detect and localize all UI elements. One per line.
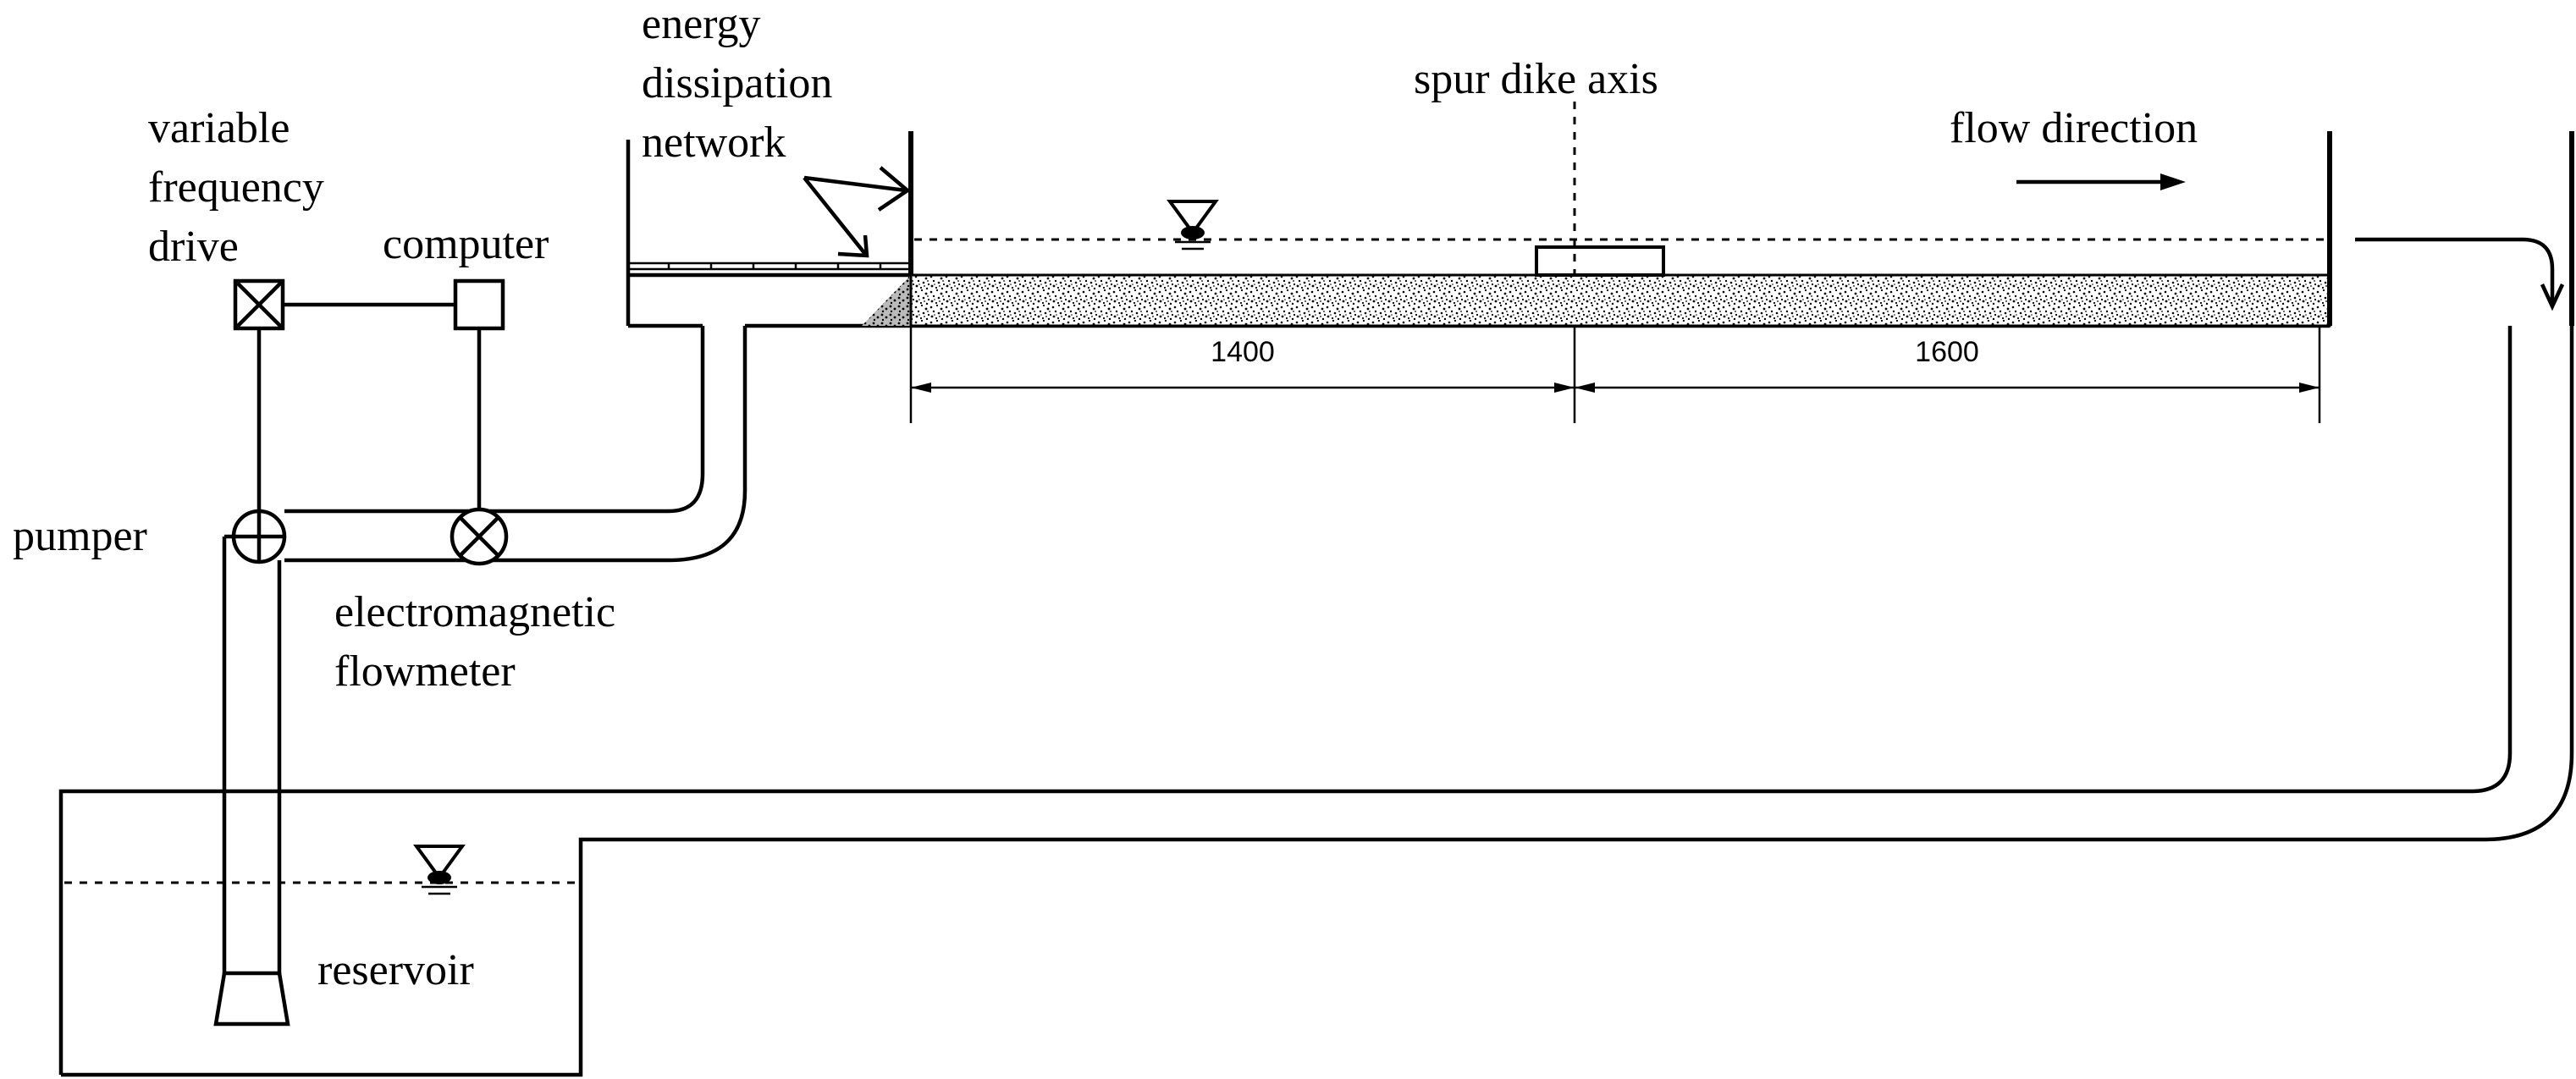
outlet-jet	[2355, 131, 2574, 326]
drive-icon	[233, 278, 285, 331]
reservoir-outline-lower	[61, 326, 2574, 1077]
vfd-label-line-2: frequency	[148, 163, 324, 212]
energy-dissipation-line-1: energy	[642, 0, 761, 48]
dimension-downstream: 1600	[1915, 336, 1979, 368]
pumper-label: pumper	[13, 512, 147, 560]
flowmeter-label-line-2: flowmeter	[334, 647, 516, 696]
water-level-icon	[1167, 200, 1219, 250]
computer-box	[453, 278, 505, 331]
reservoir	[58, 326, 2574, 1077]
spur-dike	[1535, 245, 1665, 277]
dissipation-pointer-arrows	[803, 166, 911, 258]
energy-dissipation-line-3: network	[642, 118, 786, 167]
pump-icon	[231, 509, 287, 564]
reservoir-label: reservoir	[317, 946, 474, 994]
computer-label: computer	[383, 220, 549, 268]
foot-valve	[213, 971, 290, 1027]
flowmeter-label-line-1: electromagnetic	[334, 588, 615, 636]
dissipation-network-ticks	[667, 263, 882, 269]
control-wiring	[256, 302, 482, 511]
pipe-network	[213, 326, 747, 1027]
flowmeter-icon	[450, 507, 509, 566]
reservoir-outline-upper	[58, 326, 2513, 1075]
reservoir-water-level-icon	[413, 845, 466, 895]
supply-pipe-bottom	[284, 326, 747, 563]
sediment-ramp	[862, 275, 911, 326]
energy-dissipation-line-2: dissipation	[642, 59, 832, 107]
energy-dissipation-label: energy dissipation network	[642, 0, 832, 167]
dimension-lines	[909, 326, 2321, 423]
flow-direction-label: flow direction	[1950, 104, 2198, 152]
flume	[626, 102, 2332, 423]
dimension-upstream: 1400	[1211, 336, 1275, 368]
supply-pipe-top	[284, 326, 705, 514]
spur-dike-axis-label: spur dike axis	[1414, 55, 1658, 103]
flow-arrow-icon	[2016, 173, 2186, 190]
vfd-label-line-3: drive	[148, 223, 239, 271]
sediment-bed	[909, 273, 2331, 328]
vfd-label-line-1: variable	[148, 104, 290, 152]
